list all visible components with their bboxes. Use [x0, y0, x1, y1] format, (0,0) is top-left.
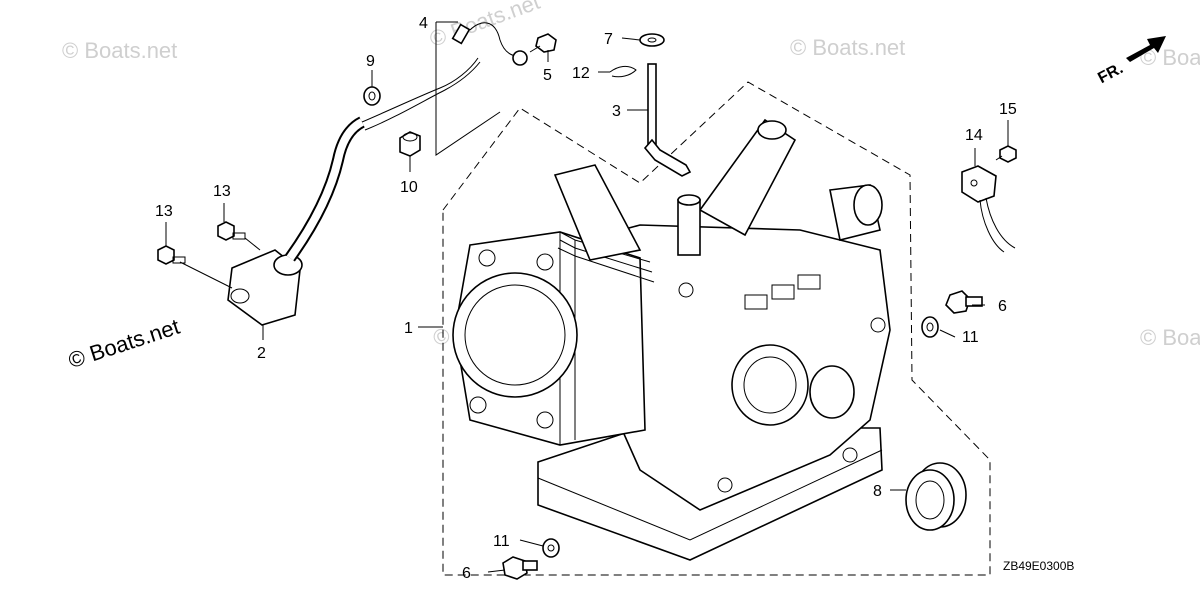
sealing-washer	[921, 316, 939, 338]
watermark: © Boats.net	[426, 0, 543, 52]
watermark-dark: © Boats.net	[65, 314, 182, 373]
callout-9: 9	[366, 53, 375, 70]
switch-bolt	[157, 245, 186, 265]
callout-5: 5	[543, 67, 552, 84]
callouts: 1 2 3 4 5 6 6 7 8 9 10 11 11 12 13 13 14…	[155, 15, 1017, 582]
svg-text:FR.: FR.	[1095, 60, 1126, 87]
callout-6-bottom: 6	[462, 565, 471, 582]
figure-code: ZB49E0300B	[1003, 559, 1074, 573]
drain-bolt	[502, 556, 538, 580]
callout-10: 10	[400, 179, 418, 196]
switch-bolt	[217, 221, 246, 241]
callout-11-right: 11	[962, 329, 979, 346]
washer	[639, 33, 665, 47]
wire-harness	[285, 22, 528, 262]
drain-washer	[542, 538, 560, 558]
callout-8: 8	[873, 483, 882, 500]
callout-1: 1	[404, 320, 413, 337]
callout-12: 12	[572, 65, 590, 82]
grommet	[399, 131, 421, 157]
callout-4: 4	[419, 15, 428, 32]
flange-bolt	[945, 290, 983, 314]
oil-level-switch	[227, 249, 303, 326]
callout-3: 3	[612, 103, 621, 120]
callout-15: 15	[999, 101, 1017, 118]
callout-7: 7	[604, 31, 613, 48]
leader-lines	[165, 21, 1009, 573]
governor-arm	[643, 63, 692, 177]
callout-2: 2	[257, 345, 266, 362]
ignition-sensor	[961, 165, 1016, 253]
watermark: © Boats.net	[62, 38, 177, 63]
callout-14: 14	[965, 127, 983, 144]
oil-seal	[905, 462, 967, 531]
crankcase-block	[452, 118, 891, 561]
assembly-outline	[442, 81, 991, 576]
callout-6-right: 6	[998, 298, 1007, 315]
callout-13-upper: 13	[213, 183, 231, 200]
watermark: © Boats.net	[1140, 325, 1200, 350]
callout-13-lower: 13	[155, 203, 173, 220]
watermark: © Boats.net	[790, 35, 905, 60]
sensor-bolt	[995, 145, 1017, 163]
wire-clamp-bolt	[529, 33, 557, 53]
o-ring	[363, 86, 381, 106]
spring-clip	[609, 65, 637, 78]
callout-11-bottom: 11	[493, 533, 510, 550]
